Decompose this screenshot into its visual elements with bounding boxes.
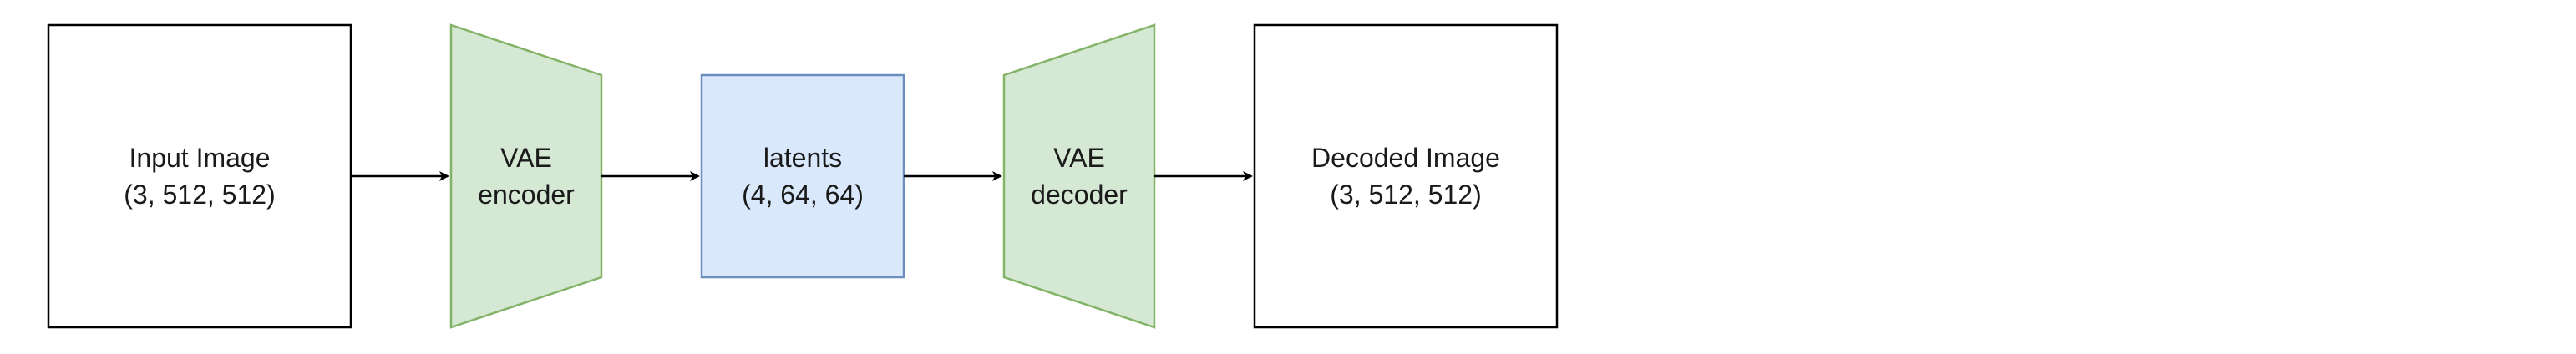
decoded-image-label-line1: Decoded Image xyxy=(1311,143,1500,173)
vae-decoder-shape xyxy=(1002,23,1156,329)
input-image-label-line1: Input Image xyxy=(129,143,271,173)
input-image-label-line2: (3, 512, 512) xyxy=(124,180,275,210)
vae-decoder-node: VAE decoder xyxy=(1002,23,1156,329)
decoded-image-box xyxy=(1253,23,1559,329)
latents-node: latents (4, 64, 64) xyxy=(700,73,905,279)
vae-encoder-label-line2: encoder xyxy=(478,180,575,210)
vae-encoder-label-line1: VAE xyxy=(500,143,552,173)
vae-decoder-label-line1: VAE xyxy=(1053,143,1105,173)
input-image-box xyxy=(47,23,352,329)
input-image-node: Input Image (3, 512, 512) xyxy=(47,23,352,329)
vae-encoder-shape xyxy=(449,23,603,329)
latents-box xyxy=(700,73,905,279)
vae-encoder-node: VAE encoder xyxy=(449,23,603,329)
latents-label-line2: (4, 64, 64) xyxy=(742,180,864,210)
vae-decoder-label-line2: decoder xyxy=(1031,180,1128,210)
decoded-image-node: Decoded Image (3, 512, 512) xyxy=(1253,23,1559,329)
latents-label-line1: latents xyxy=(763,143,842,173)
decoded-image-label-line2: (3, 512, 512) xyxy=(1330,180,1481,210)
